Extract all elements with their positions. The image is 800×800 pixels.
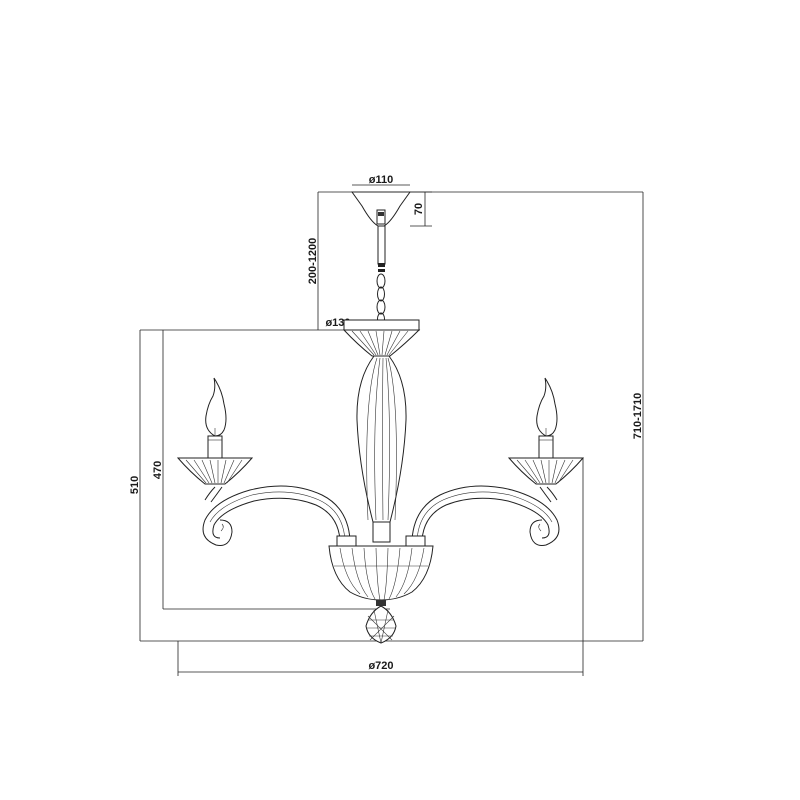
- central-bowl: [328, 535, 434, 606]
- left-arm: [202, 485, 351, 546]
- right-candle: [538, 435, 554, 459]
- dimension-lines: [139, 184, 644, 676]
- central-column: [356, 355, 407, 543]
- overall-width-label: ø720: [368, 660, 393, 672]
- canopy-diameter-label: ø110: [369, 174, 393, 186]
- chain-length-label: 200-1200: [307, 238, 319, 285]
- suspension-chain: [376, 225, 386, 326]
- left-flame-bulb: [205, 377, 227, 437]
- total-height-label: 710-1710: [632, 393, 644, 440]
- top-plate: [342, 319, 421, 357]
- chandelier: [176, 191, 585, 644]
- right-candle-cup: [507, 457, 585, 485]
- left-candle-cup: [176, 457, 254, 485]
- body-height-to-cup-label: 470: [152, 461, 164, 479]
- left-candle: [207, 435, 223, 459]
- ceiling-canopy: [351, 191, 411, 227]
- right-arm: [411, 485, 560, 546]
- canopy-height-label: 70: [413, 203, 425, 215]
- crystal-pendant: [365, 605, 397, 644]
- right-flame-bulb: [536, 377, 558, 437]
- body-height-total-label: 510: [129, 476, 141, 494]
